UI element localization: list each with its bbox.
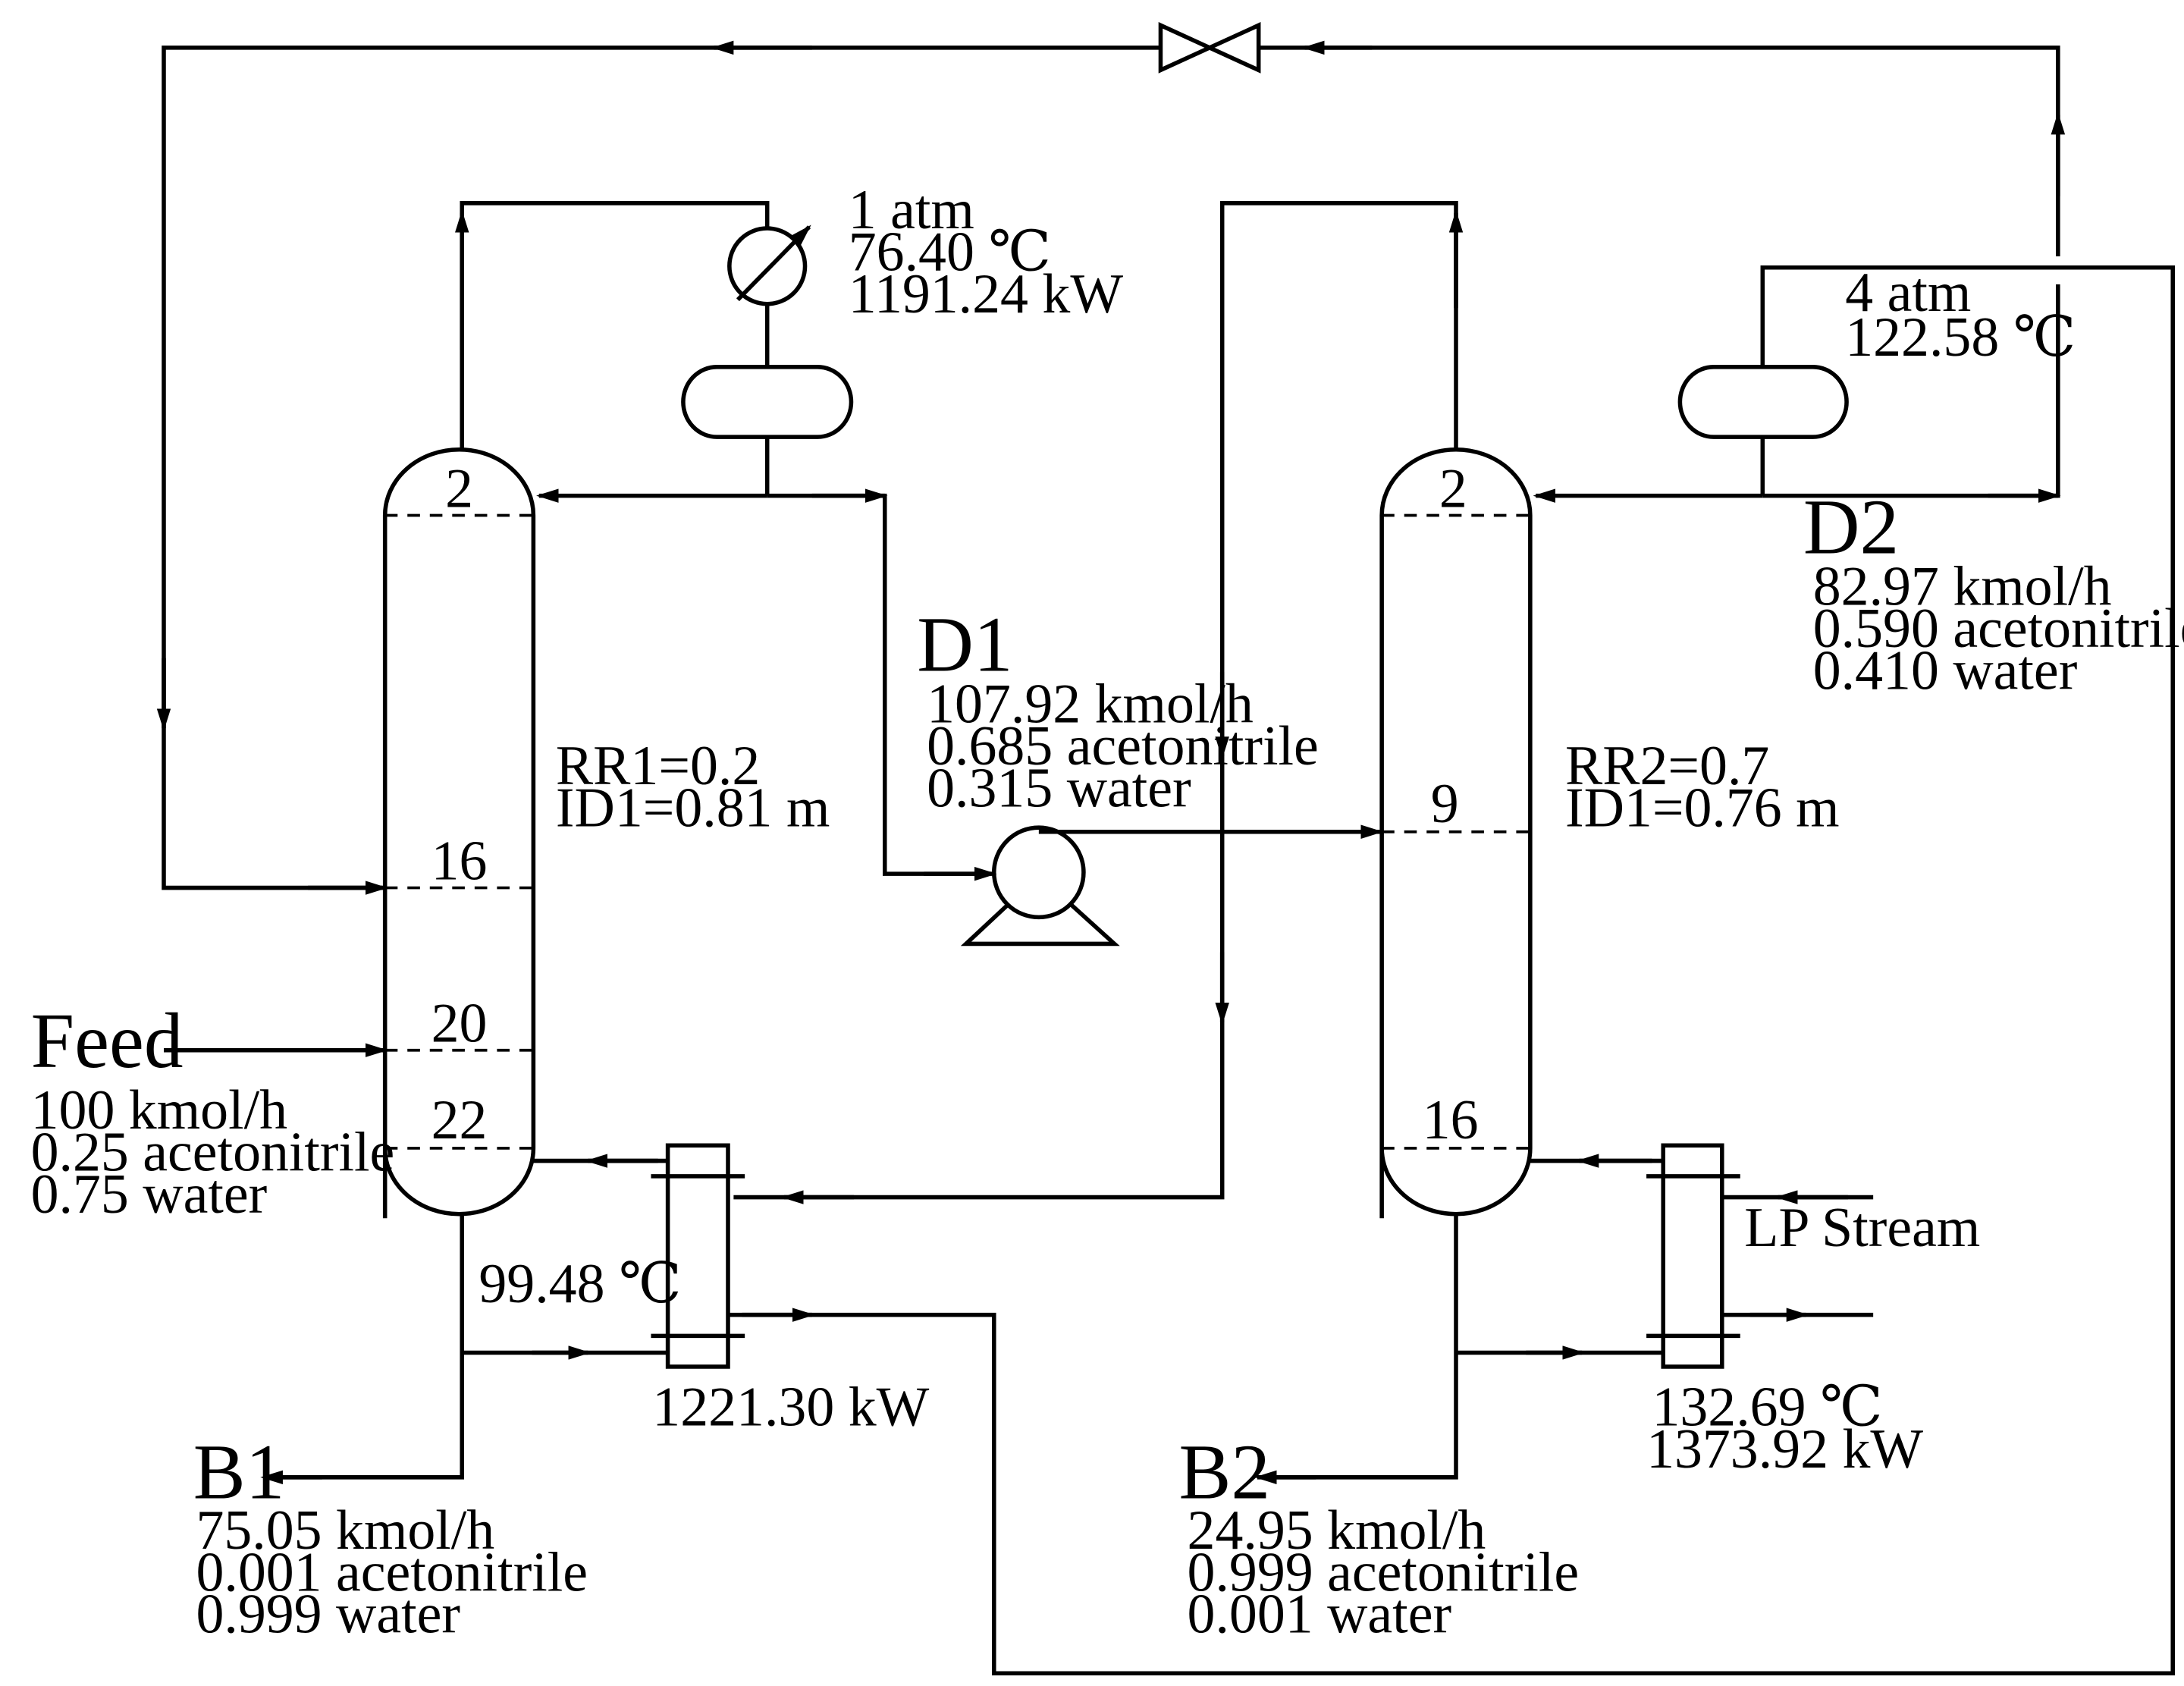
b1-flow: 75.05 kmol/h xyxy=(196,1499,494,1561)
feed-comp-water: 0.75 water xyxy=(31,1163,268,1225)
column-2-shell xyxy=(1379,447,1533,1219)
feed-name: Feed xyxy=(31,998,184,1085)
d2-flow: 82.97 kmol/h xyxy=(1813,555,2112,617)
reflux-drum-1 xyxy=(681,365,854,439)
recycle-line-right xyxy=(1260,46,2060,256)
b2-line xyxy=(1274,1213,1458,1480)
column-1-reflux-ratio: RR1=0.2 xyxy=(556,734,760,796)
pump xyxy=(960,825,1120,947)
column-1-stage-top: 2 xyxy=(445,457,473,519)
feed-flow: 100 kmol/h xyxy=(31,1078,287,1141)
b2-name: B2 xyxy=(1178,1430,1270,1516)
column-2-stage-top: 2 xyxy=(1439,457,1467,519)
condenser-1-icon xyxy=(727,226,808,306)
valve-icon xyxy=(1158,22,1261,74)
b1-line xyxy=(280,1213,464,1480)
reboiler-1-duty: 1221.30 kW xyxy=(652,1376,929,1438)
column-1-diameter: ID1=0.81 m xyxy=(556,776,830,838)
column-1-stage-recycle: 16 xyxy=(431,830,488,892)
pump-casing xyxy=(992,825,1086,920)
column-1: 2 16 20 22 xyxy=(382,447,536,1219)
d2-comp-acetonitrile: 0.590 acetonitrile xyxy=(1813,597,2184,659)
feed-comp-acetonitrile: 0.25 acetonitrile xyxy=(31,1121,395,1183)
column-2: 2 9 16 xyxy=(1379,447,1533,1219)
d1-comp-acetonitrile: 0.685 acetonitrile xyxy=(927,714,1319,777)
d2-name: D2 xyxy=(1803,484,1899,570)
condenser-1-control-arrow xyxy=(736,224,811,302)
column-2-stage-bottom: 16 xyxy=(1423,1088,1479,1151)
b1-comp-acetonitrile: 0.001 acetonitrile xyxy=(196,1540,588,1603)
b1-comp-water: 0.999 water xyxy=(196,1583,460,1645)
reboiler-1-temperature: 99.48 ℃ xyxy=(479,1252,681,1314)
column-1-stage-bottom: 22 xyxy=(431,1088,488,1151)
reboiler-1-shell xyxy=(665,1143,730,1369)
column-2-stage-feed: 9 xyxy=(1431,772,1459,834)
recycle-line-left xyxy=(162,46,1161,890)
pump-base xyxy=(960,903,1120,947)
reflux-drum-2 xyxy=(1677,365,1849,439)
condensate-line xyxy=(728,265,2175,1676)
b1-name: B1 xyxy=(193,1430,285,1516)
b2-comp-acetonitrile: 0.999 acetonitrile xyxy=(1188,1540,1580,1603)
condenser-1-temperature: 76.40 ℃ xyxy=(849,220,1051,282)
column-2-diameter: ID1=0.76 m xyxy=(1565,776,1840,838)
b2-flow: 24.95 kmol/h xyxy=(1188,1499,1486,1561)
condenser-1 xyxy=(727,224,811,306)
d1-comp-water: 0.315 water xyxy=(927,757,1191,819)
reboiler-2 xyxy=(1646,1143,1740,1369)
reboiler-2-shell xyxy=(1661,1143,1724,1369)
condenser-1-duty: 1191.24 kW xyxy=(849,262,1124,325)
condenser-1-pressure: 1 atm xyxy=(849,178,974,240)
column-1-stage-feed: 20 xyxy=(431,992,488,1054)
b2-comp-water: 0.001 water xyxy=(1188,1583,1452,1645)
reboiler-2-duty: 1373.92 kW xyxy=(1646,1418,1923,1480)
column-1-vapor-line xyxy=(460,201,770,451)
d2-comp-water: 0.410 water xyxy=(1813,639,2078,701)
column-2-reflux-ratio: RR2=0.7 xyxy=(1565,734,1769,796)
reboiler-1 xyxy=(651,1143,745,1369)
reboiler-2-temperature: 132.69 ℃ xyxy=(1652,1376,1882,1438)
condenser-2-pressure: 4 atm xyxy=(1845,261,1971,323)
d1-flow: 107.92 kmol/h xyxy=(927,673,1254,735)
condenser-2-temperature: 122.58 ℃ xyxy=(1845,306,2076,368)
column-1-shell xyxy=(382,447,536,1219)
reboiler-2-steam-label: LP Stream xyxy=(1744,1196,1980,1258)
d1-name: D1 xyxy=(917,601,1012,688)
